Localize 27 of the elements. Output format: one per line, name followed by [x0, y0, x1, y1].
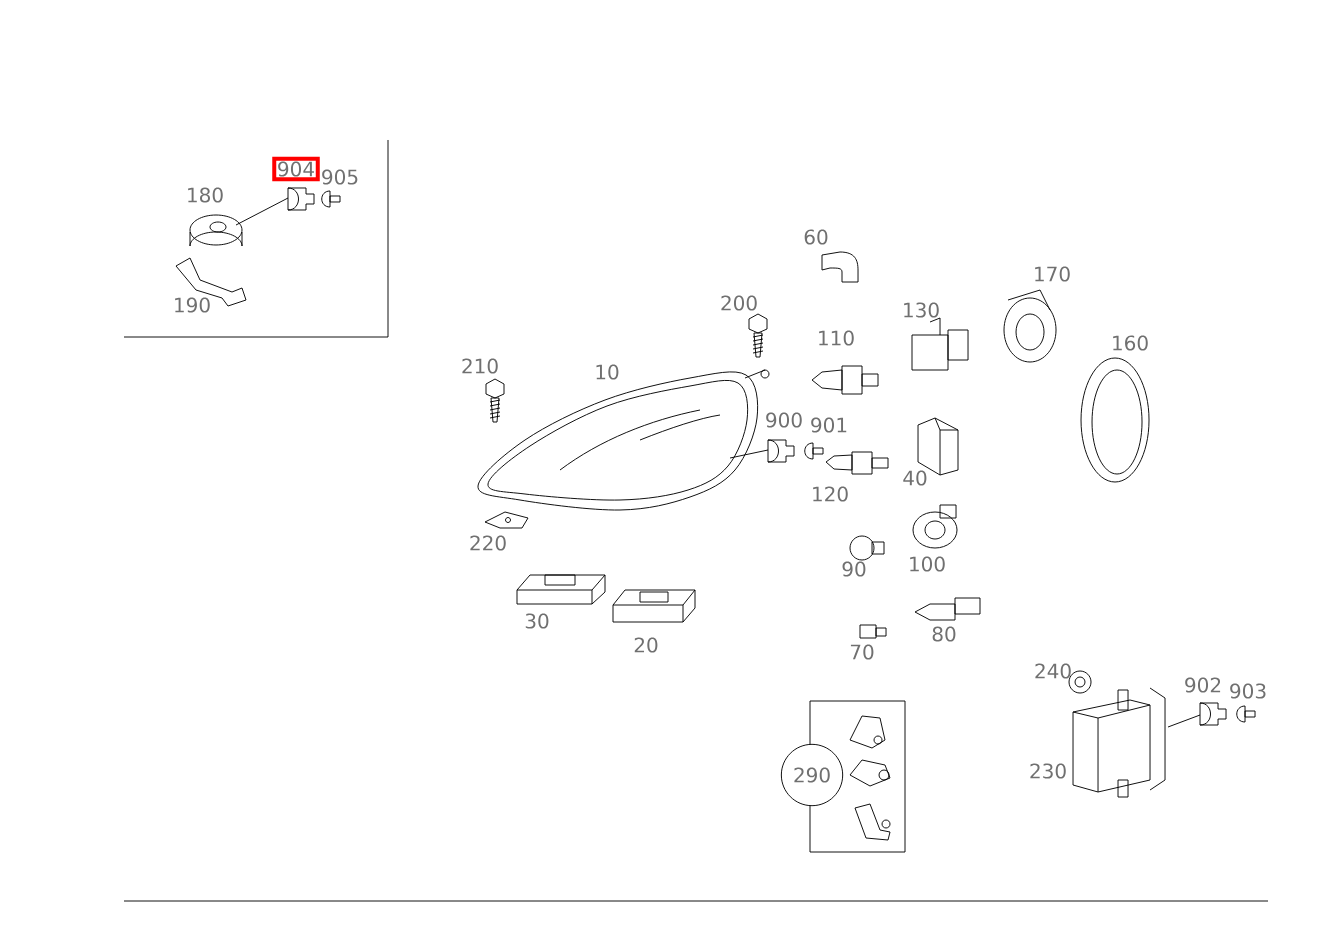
callout-number: 220: [470, 535, 506, 551]
callout-number: 190: [175, 297, 210, 313]
callout-number: 900: [766, 412, 802, 428]
callout-number: 60: [804, 229, 828, 245]
callout-number: 901: [811, 417, 847, 433]
callout-number: 160: [1113, 335, 1148, 351]
callout-number: 30: [525, 613, 549, 629]
callout-number: 10: [596, 364, 619, 380]
callout-number: 170: [1035, 266, 1070, 282]
callout-number: 905: [322, 169, 358, 185]
callout-number: 100: [910, 556, 945, 572]
callout-number: 40: [903, 470, 927, 486]
callout-number: 120: [813, 486, 848, 502]
callout-number: 902: [1185, 677, 1221, 693]
callout-number: 80: [932, 626, 956, 642]
callout-number: 200: [721, 295, 757, 311]
callout-number: 110: [819, 330, 854, 346]
callout-number: 90: [842, 561, 866, 577]
callout-number: 210: [462, 358, 498, 374]
callout-number: 130: [904, 302, 939, 318]
highlight-box: 904: [272, 156, 320, 182]
callout-number: 903: [1230, 683, 1266, 699]
callout-number: 70: [850, 644, 874, 660]
callout-number: 20: [634, 637, 658, 653]
callout-number: 230: [1030, 763, 1066, 779]
callout-number: 240: [1035, 663, 1071, 679]
callout-number: 180: [188, 187, 223, 203]
